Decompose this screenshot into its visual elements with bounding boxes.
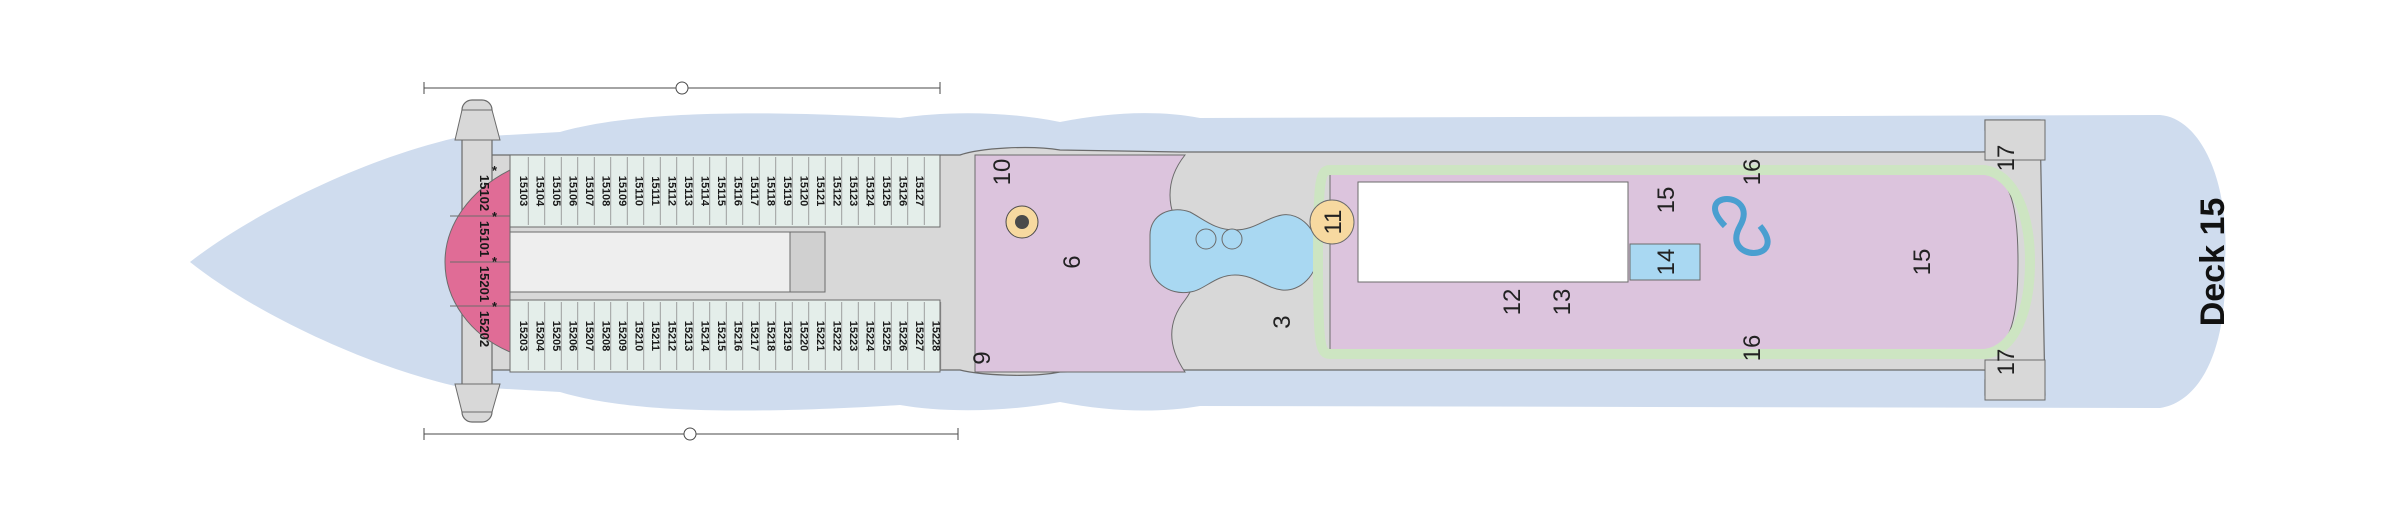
area-label-17a: 17 xyxy=(1993,145,2020,172)
cabin-number[interactable]: 15122 xyxy=(831,176,843,207)
cabin-number[interactable]: 15111 xyxy=(649,176,661,205)
cabin-number[interactable]: 15127 xyxy=(913,176,925,207)
suite-number[interactable]: 15101 xyxy=(477,221,492,257)
suite-marker: * xyxy=(492,254,498,269)
cabin-number[interactable]: 15212 xyxy=(666,321,678,352)
cabin-number[interactable]: 15120 xyxy=(798,176,810,207)
cabin-number[interactable]: 15218 xyxy=(765,321,777,352)
suite-number[interactable]: 15102 xyxy=(477,175,492,211)
area-label-3: 3 xyxy=(1269,315,1296,328)
cabin-number[interactable]: 15203 xyxy=(517,321,529,352)
cabin-number[interactable]: 15126 xyxy=(897,176,909,207)
cabin-number[interactable]: 15208 xyxy=(600,321,612,352)
suite-marker: * xyxy=(492,299,498,314)
cabin-number[interactable]: 15209 xyxy=(616,321,628,352)
cabin-number[interactable]: 15214 xyxy=(699,321,711,352)
area-label-14: 14 xyxy=(1653,249,1680,276)
cabin-number[interactable]: 15106 xyxy=(567,176,579,207)
cabin-number[interactable]: 15109 xyxy=(616,176,628,207)
cabin-number[interactable]: 15119 xyxy=(781,176,793,206)
cabin-number[interactable]: 15118 xyxy=(765,176,777,206)
cabin-number[interactable]: 15110 xyxy=(633,176,645,206)
cabin-labels-suites: 15102*15101*15201*15202* xyxy=(477,163,498,347)
area-label-16a: 16 xyxy=(1739,159,1766,186)
whirlpool-right[interactable] xyxy=(1221,228,1243,250)
suite-number[interactable]: 15202 xyxy=(477,311,492,347)
cabin-number[interactable]: 15211 xyxy=(649,321,661,351)
area-label-15a: 15 xyxy=(1653,187,1680,214)
cabin-number[interactable]: 15222 xyxy=(831,321,843,352)
cabin-labels-top: 15103 15104 15105 15106 15107 15108 15109 15110… xyxy=(517,157,925,225)
cabin-number[interactable]: 15115 xyxy=(715,176,727,206)
bow-wing-top xyxy=(454,109,501,141)
cabin-number[interactable]: 15216 xyxy=(732,321,744,352)
cabin-number[interactable]: 15221 xyxy=(814,321,826,352)
cabin-number[interactable]: 15217 xyxy=(748,321,760,352)
whirlpool-left[interactable] xyxy=(1195,228,1217,250)
area-label-17b: 17 xyxy=(1993,349,2020,376)
cabin-number[interactable]: 15228 xyxy=(930,321,942,352)
cabin-number[interactable]: 15219 xyxy=(781,321,793,352)
cabin-labels-bottom: 15203 15204 15205 15206 15207 15208 15209 15210… xyxy=(517,302,942,370)
cabin-number[interactable]: 15220 xyxy=(798,321,810,352)
cabin-number[interactable]: 15112 xyxy=(666,176,678,206)
area-label-13: 13 xyxy=(1549,289,1576,316)
waterslide-icon[interactable] xyxy=(1712,196,1771,256)
cabin-block-top xyxy=(509,154,941,228)
cabin-number[interactable]: 15210 xyxy=(633,321,645,352)
area-label-15b: 15 xyxy=(1909,249,1936,276)
cabin-number[interactable]: 15215 xyxy=(715,321,727,352)
deck-title: Deck 15 xyxy=(2194,198,2232,327)
cabin-number[interactable]: 15207 xyxy=(583,321,595,352)
stairwell-fore xyxy=(789,231,826,293)
cabin-number[interactable]: 15108 xyxy=(600,176,612,207)
stern-top xyxy=(1984,119,2046,161)
suite-marker: * xyxy=(492,209,498,224)
cabin-number[interactable]: 15204 xyxy=(534,321,546,352)
cabin-number[interactable]: 15124 xyxy=(864,176,876,207)
cabin-number[interactable]: 15123 xyxy=(847,176,859,207)
cabin-block-bottom xyxy=(509,299,941,373)
cabin-number[interactable]: 15105 xyxy=(550,176,562,207)
area-label-6: 6 xyxy=(1059,255,1086,268)
cabin-number[interactable]: 15227 xyxy=(913,321,925,352)
cabin-number[interactable]: 15104 xyxy=(534,176,546,207)
cabin-number[interactable]: 15206 xyxy=(567,321,579,352)
marker-11 xyxy=(1309,199,1355,245)
area-label-10: 10 xyxy=(989,159,1016,186)
cabin-number[interactable]: 15117 xyxy=(748,176,760,206)
stern-bottom xyxy=(1984,359,2046,401)
corridor xyxy=(509,231,826,293)
cabin-number[interactable]: 15103 xyxy=(517,176,529,207)
sun-terrace-icon xyxy=(1005,205,1039,239)
cabin-number[interactable]: 15121 xyxy=(814,176,826,207)
cabin-number[interactable]: 15107 xyxy=(583,176,595,207)
cabin-number[interactable]: 15213 xyxy=(682,321,694,352)
cabin-number[interactable]: 15223 xyxy=(847,321,859,352)
area-14-block xyxy=(1629,243,1701,281)
area-label-12: 12 xyxy=(1499,289,1526,316)
cabin-number[interactable]: 15116 xyxy=(732,176,744,206)
area-label-11: 11 xyxy=(1320,210,1347,235)
cabin-number[interactable]: 15226 xyxy=(897,321,909,352)
area-label-9: 9 xyxy=(969,351,996,364)
cabin-number[interactable]: 15113 xyxy=(682,176,694,206)
cabin-number[interactable]: 15125 xyxy=(880,176,892,207)
cabin-number[interactable]: 15114 xyxy=(699,176,711,207)
open-deck-aft xyxy=(1357,181,1629,283)
cabin-number[interactable]: 15205 xyxy=(550,321,562,352)
bow-wing-bottom xyxy=(454,383,501,413)
cabin-number[interactable]: 15225 xyxy=(880,321,892,352)
suite-number[interactable]: 15201 xyxy=(477,266,492,302)
cabin-number[interactable]: 15224 xyxy=(864,321,876,352)
area-label-16b: 16 xyxy=(1739,335,1766,362)
suite-marker: * xyxy=(492,163,498,178)
